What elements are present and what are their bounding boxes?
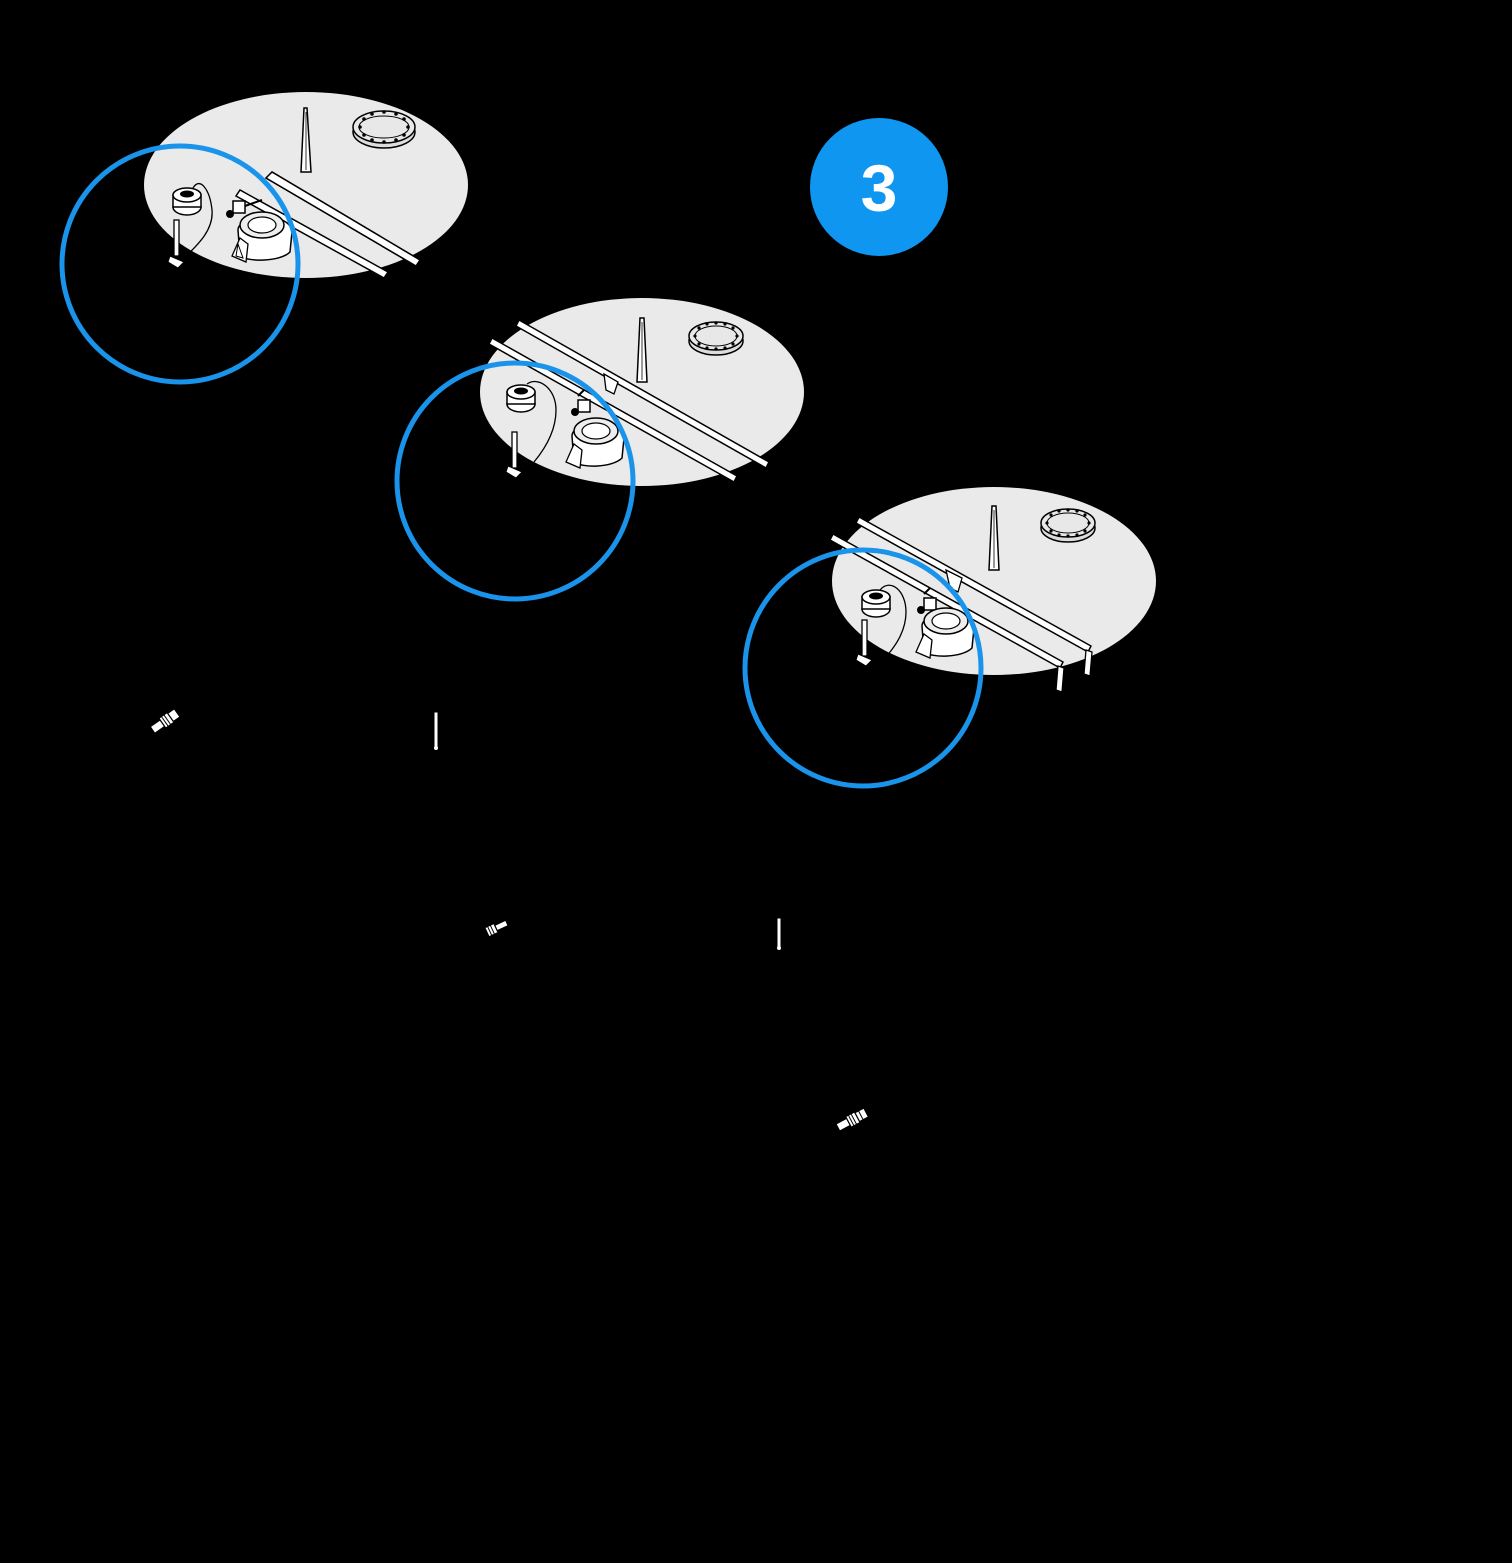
- valve: [571, 389, 591, 416]
- bolt-fitting: [484, 919, 509, 938]
- antenna: [300, 107, 312, 173]
- level-probe: [167, 219, 185, 279]
- manhole-hatch: [352, 110, 416, 149]
- cable-gland: [506, 380, 557, 463]
- step-badge: 3: [810, 118, 948, 256]
- valve: [917, 587, 937, 614]
- pump-housing: [915, 607, 975, 659]
- manhole-hatch: [1040, 508, 1096, 543]
- antenna: [988, 505, 1000, 571]
- end-bracket: [1083, 649, 1093, 677]
- scene-2-tank-lid: [394, 298, 804, 602]
- highlight-ring: [59, 143, 301, 385]
- sensor-rod: [776, 917, 782, 950]
- mounting-rails: [234, 171, 422, 279]
- mounting-rails: [488, 318, 770, 484]
- cable-gland: [861, 584, 907, 663]
- scene-1-tank-lid: [59, 92, 468, 385]
- scene-3-tank-lid: [742, 487, 1156, 789]
- end-bracket: [1055, 665, 1065, 693]
- connector-fitting: [149, 707, 181, 735]
- highlight-ring: [742, 547, 984, 789]
- mounting-rails: [829, 515, 1093, 693]
- sensor-rod: [433, 711, 439, 750]
- level-probe: [855, 619, 873, 679]
- highlight-ring: [394, 360, 636, 602]
- antenna: [636, 317, 648, 383]
- step-number: 3: [861, 151, 898, 225]
- manhole-hatch: [688, 321, 744, 356]
- valve: [226, 199, 263, 218]
- cable-gland: [172, 182, 213, 263]
- connector-fitting: [835, 1107, 870, 1132]
- level-probe: [505, 431, 523, 491]
- pump-housing: [565, 417, 625, 469]
